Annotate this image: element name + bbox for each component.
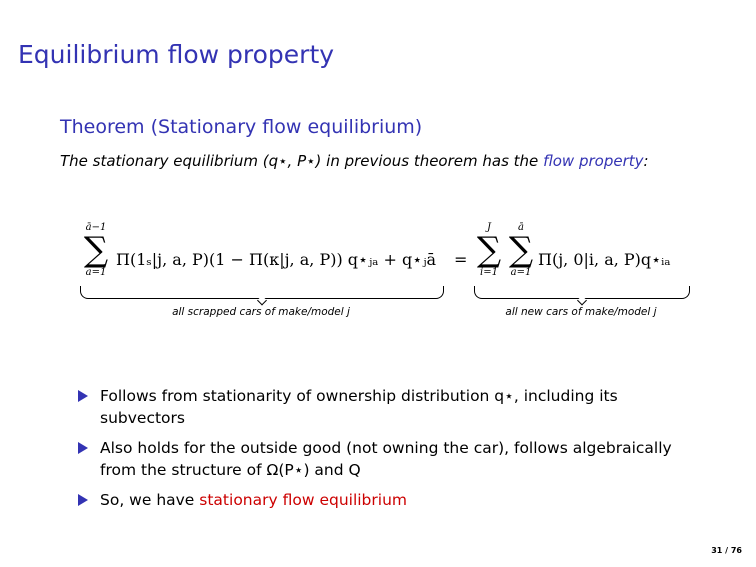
highlighted-term: stationary flow equilibrium xyxy=(199,491,408,509)
bullet-text: Also holds for the outside good (not own… xyxy=(100,439,672,479)
theorem-text-main: The stationary equilibrium (q⋆, P⋆) in p… xyxy=(60,152,544,170)
triangle-bullet-icon xyxy=(78,442,88,454)
flow-equation: ā−1 ∑ a=1 Π(1ₛ|j, a, P)(1 − Π(κ|j, a, P)… xyxy=(60,222,700,322)
rhs-term: Π(j, 0|i, a, P)q⋆ᵢₐ xyxy=(538,250,671,269)
rhs-sum-a-lower: a=1 xyxy=(510,267,532,278)
rhs-underbrace xyxy=(474,286,690,299)
lhs-underbrace xyxy=(80,286,444,299)
bullet-item: Follows from stationarity of ownership d… xyxy=(78,385,698,429)
triangle-bullet-icon xyxy=(78,390,88,402)
bullet-text: So, we have xyxy=(100,491,200,509)
lhs-brace-label: all scrapped cars of make/model j xyxy=(172,306,350,318)
bullet-text: Follows from stationarity of ownership d… xyxy=(100,387,618,427)
rhs-brace-label: all new cars of make/model j xyxy=(505,306,657,318)
bullet-item: So, we have stationary flow equilibrium xyxy=(78,489,698,511)
rhs-sum-a: ā ∑ a=1 xyxy=(506,222,536,278)
lhs-term: Π(1ₛ|j, a, P)(1 − Π(κ|j, a, P)) q⋆ⱼₐ + q… xyxy=(116,250,437,269)
lhs-sum-upper: ā−1 xyxy=(85,222,107,233)
theorem-text: The stationary equilibrium (q⋆, P⋆) in p… xyxy=(60,150,700,173)
triangle-bullet-icon xyxy=(78,494,88,506)
rhs-sum-i: J ∑ i=1 xyxy=(474,222,504,278)
page-number: 31 / 76 xyxy=(711,546,742,555)
rhs-sum-i-lower: i=1 xyxy=(480,267,498,278)
lhs-sum-lower: a=1 xyxy=(85,267,107,278)
bullet-list: Follows from stationarity of ownership d… xyxy=(78,385,698,519)
equals-sign: = xyxy=(454,250,468,269)
slide-title: Equilibrium flow property xyxy=(18,40,335,69)
theorem-heading: Theorem (Stationary flow equilibrium) xyxy=(60,116,423,138)
sigma-symbol: ∑ xyxy=(508,230,534,270)
flow-property-term: flow property xyxy=(543,152,644,170)
bullet-item: Also holds for the outside good (not own… xyxy=(78,437,698,481)
lhs-sum: ā−1 ∑ a=1 xyxy=(78,222,114,278)
rhs-sum-i-upper: J xyxy=(486,222,491,233)
rhs-sum-a-upper: ā xyxy=(518,222,524,233)
sigma-symbol: ∑ xyxy=(83,230,109,270)
sigma-symbol: ∑ xyxy=(476,230,502,270)
theorem-colon: : xyxy=(643,152,649,170)
